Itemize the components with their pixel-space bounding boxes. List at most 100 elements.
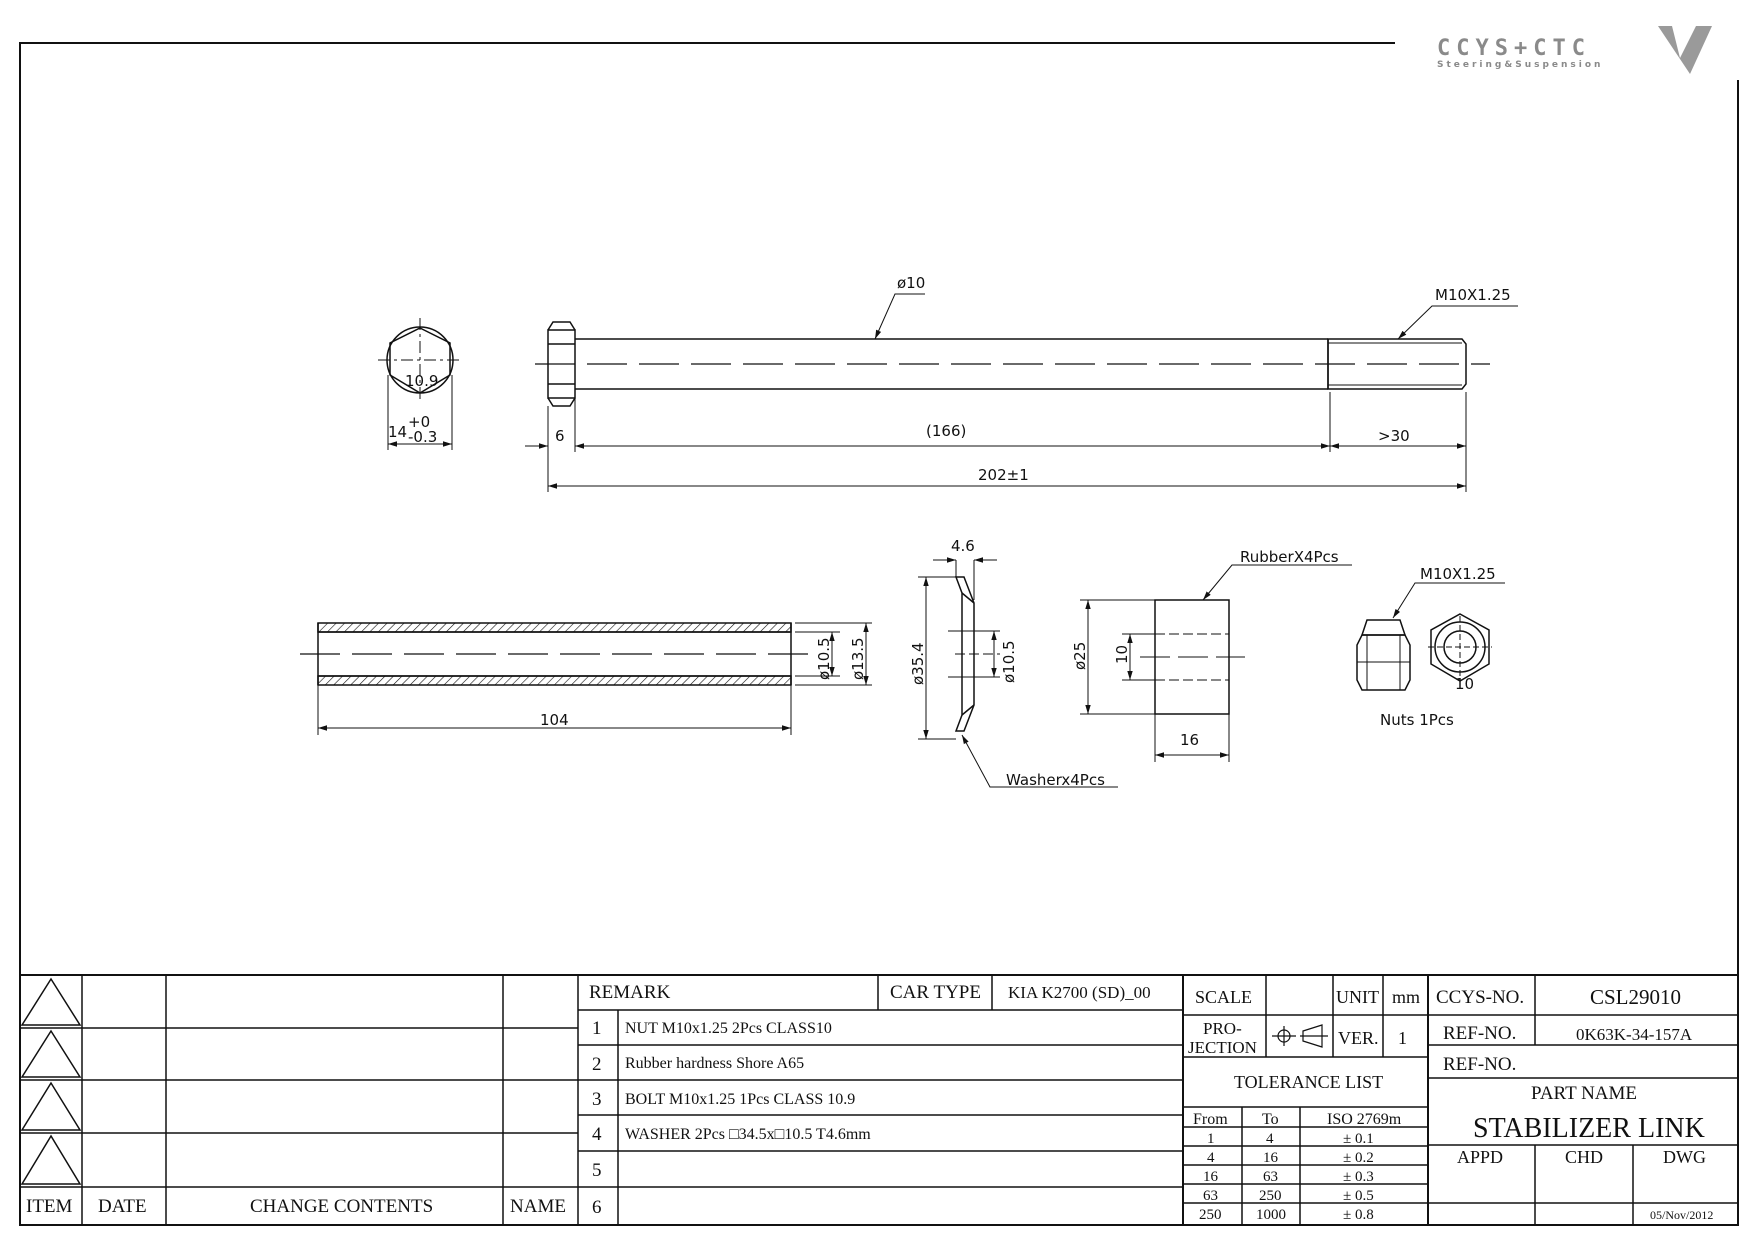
tol-cell: ± 0.1 [1343,1131,1374,1147]
title-block [20,974,1738,1225]
scale-label: SCALE [1195,987,1252,1007]
bolt-grade-label: 10.9 [405,372,438,390]
rubber-bushing-view [1080,564,1352,762]
tol-cell: 16 [1263,1150,1279,1166]
tol-cell: 4 [1266,1131,1274,1147]
spec-table: SCALE UNIT mm PRO- JECTION VER. 1 TOLERA… [1188,987,1420,1223]
tol-cell: ± 0.5 [1343,1188,1374,1204]
bolt-head-width-dim: 14 [388,423,407,441]
nut-side-view [1356,619,1411,691]
logo-tagline-text: Steering&Suspension [1437,60,1603,70]
projection-label-line2: JECTION [1188,1038,1257,1057]
unit-value: mm [1392,987,1420,1007]
ver-value: 1 [1398,1028,1407,1048]
third-angle-projection-icon [1272,1024,1328,1048]
part-name-value: STABILIZER LINK [1473,1113,1705,1144]
remark-num: 4 [592,1124,602,1145]
rev-item-header: ITEM [26,1196,73,1217]
remark-num: 6 [592,1197,602,1218]
chd-label: CHD [1565,1147,1603,1167]
sleeve-inner-dia-dim: ø10.5 [815,637,833,680]
tol-cell: ± 0.8 [1343,1207,1374,1223]
tol-cell: 250 [1259,1188,1282,1204]
nut-end-view [1428,613,1492,682]
nut-thread-callout: M10X1.25 [1420,565,1496,583]
rubber-inner-dia-dim: 10 [1113,645,1131,664]
ccys-no-value: CSL29010 [1590,985,1681,1009]
tol-cell: ± 0.2 [1343,1150,1374,1166]
bolt-head-tol-upper: +0 [408,413,430,431]
bolt-shank-dia-dim: ø10 [897,274,925,292]
rubber-qty-label: RubberX4Pcs [1240,548,1339,566]
appd-label: APPD [1457,1147,1503,1167]
bolt-shank-length-dim: (166) [926,422,966,440]
nut-qty-label: Nuts 1Pcs [1380,711,1454,729]
remark-text: WASHER 2Pcs □34.5x□10.5 T4.6mm [625,1126,871,1143]
tol-cell: ± 0.3 [1343,1169,1374,1185]
tol-header-from: From [1193,1111,1228,1128]
remark-num: 2 [592,1054,602,1075]
rev-change-header: CHANGE CONTENTS [250,1196,433,1217]
bolt-thread-callout: M10X1.25 [1435,286,1511,304]
tol-cell: 16 [1203,1169,1219,1185]
washer-inner-dia-dim: ø10.5 [1000,640,1018,683]
revision-triangle-icon [20,977,82,1026]
washer-section-view [918,557,1118,788]
washer-outer-dia-dim: ø35.4 [909,642,927,685]
bolt-head-tol-lower: -0.3 [408,428,437,446]
revision-headers: ITEM DATE CHANGE CONTENTS NAME [26,1196,566,1217]
bolt-overall-length-dim: 202±1 [978,466,1029,484]
revision-triangle-icon [20,1081,82,1131]
remark-text: Rubber hardness Shore A65 [625,1055,804,1072]
ref-no-value: 0K63K-34-157A [1576,1025,1693,1044]
nut-grade-mark: 10 [1455,675,1474,693]
remark-text: BOLT M10x1.25 1Pcs CLASS 10.9 [625,1091,855,1108]
title-info: CCYS-NO. CSL29010 REF-NO. 0K63K-34-157A … [1436,985,1713,1222]
revision-triangle-icon [20,1134,82,1185]
remark-num: 5 [592,1160,602,1181]
ccys-no-label: CCYS-NO. [1436,987,1524,1008]
ref-no-label: REF-NO. [1443,1023,1516,1044]
remark-num: 3 [592,1089,602,1110]
bolt-side-view [525,293,1518,492]
drawing-date: 05/Nov/2012 [1650,1208,1713,1222]
remarks-table: REMARK CAR TYPE KIA K2700 (SD)_00 1 NUT … [589,982,1151,1218]
tolerance-title: TOLERANCE LIST [1234,1072,1383,1092]
tol-cell: 1000 [1256,1207,1286,1223]
remarks-header: REMARK [589,982,671,1003]
washer-qty-label: Washerx4Pcs [1006,771,1105,789]
bolt-hex-end-view [378,318,462,450]
rev-date-header: DATE [98,1196,147,1217]
sleeve-section-view [300,622,872,735]
sheet-border [19,42,1739,1226]
nut-views [1356,582,1505,691]
car-type-value: KIA K2700 (SD)_00 [1008,983,1151,1002]
tol-header-to: To [1262,1111,1279,1128]
sleeve-length-dim: 104 [540,711,569,729]
rubber-length-dim: 16 [1180,731,1199,749]
rev-name-header: NAME [510,1196,566,1217]
bolt-thread-length-dim: >30 [1378,427,1410,445]
tol-cell: 250 [1199,1207,1222,1223]
remark-text: NUT M10x1.25 2Pcs CLASS10 [625,1020,832,1037]
remark-num: 1 [592,1018,602,1039]
unit-label: UNIT [1336,987,1379,1007]
bolt-head-height-dim: 6 [555,427,565,445]
tol-cell: 4 [1207,1150,1215,1166]
dwg-label: DWG [1663,1147,1706,1167]
company-logo: CCYS+CTC Steering&Suspension [1437,26,1712,74]
part-name-label: PART NAME [1531,1083,1637,1104]
ver-label: VER. [1338,1028,1379,1048]
ref-no2-label: REF-NO. [1443,1054,1516,1075]
revision-triangle-icon [20,1029,82,1078]
rubber-outer-dia-dim: ø25 [1071,642,1089,670]
tol-cell: 63 [1263,1169,1278,1185]
sleeve-outer-dia-dim: ø13.5 [849,637,867,680]
logo-brand-text: CCYS+CTC [1437,36,1591,61]
tol-cell: 63 [1203,1188,1218,1204]
washer-thickness-dim: 4.6 [951,537,975,555]
projection-label-line1: PRO- [1203,1019,1242,1038]
car-type-label: CAR TYPE [890,982,981,1003]
logo-mark-icon [1658,26,1712,74]
